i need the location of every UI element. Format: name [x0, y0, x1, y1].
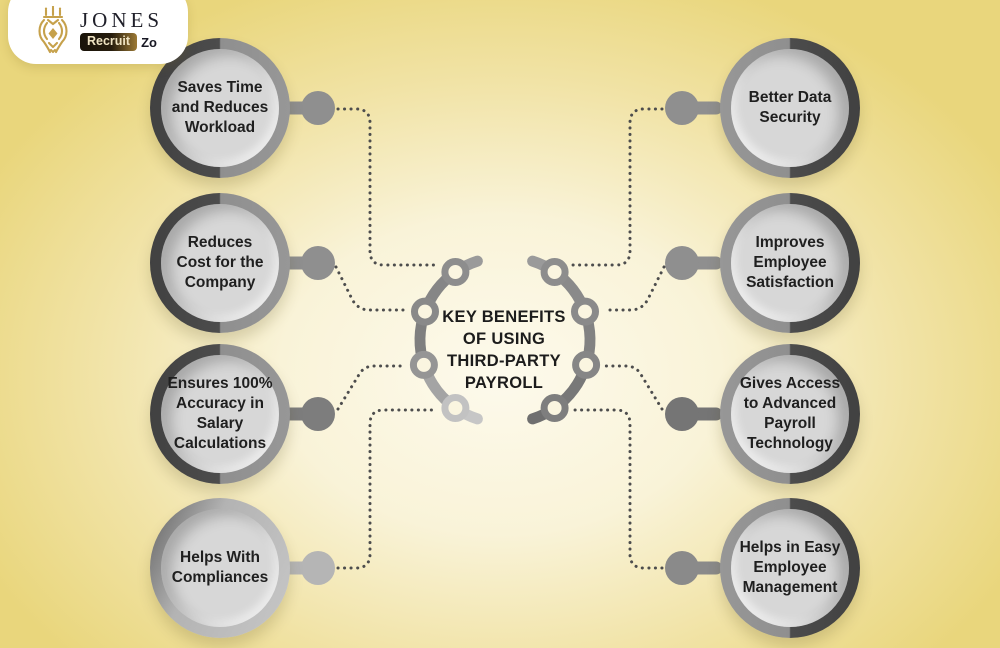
arc-node-rings — [409, 258, 601, 422]
brand-badge-suffix: Zo — [141, 34, 157, 50]
dotted-connector-employee-satisfaction — [604, 265, 666, 312]
benefit-label: Helps in Easy Employee Management — [739, 539, 841, 596]
knob-data-security — [665, 91, 723, 125]
arc-node — [411, 297, 439, 326]
lion-crest-icon — [38, 6, 68, 54]
logo-text-block: JONES Recruit Zo — [79, 8, 163, 51]
dotted-connectors — [334, 107, 666, 570]
page-title: KEY BENEFITS OF USING THIRD-PARTY PAYROL… — [442, 308, 566, 392]
knob-reduces-cost — [277, 246, 335, 280]
bubble-face: Gives Access to Advanced Payroll Technol… — [731, 355, 849, 473]
benefit-bubble-saves-time: Saves Time and Reduces Workload — [150, 38, 290, 178]
arc-node — [441, 258, 470, 286]
brand-badge-row: Recruit Zo — [79, 33, 157, 51]
dotted-connector-saves-time — [336, 107, 440, 267]
benefit-label: Better Data Security — [748, 89, 832, 126]
bubble-face: Ensures 100% Accuracy in Salary Calculat… — [161, 355, 279, 473]
benefit-bubble-employee-management: Helps in Easy Employee Management — [720, 498, 860, 638]
arc-node — [572, 350, 601, 379]
benefit-bubble-employee-satisfaction: Improves Employee Satisfaction — [720, 193, 860, 333]
bubble-face: Helps With Compliances — [161, 509, 279, 627]
benefit-label: Improves Employee Satisfaction — [746, 234, 834, 291]
dotted-connector-payroll-technology — [604, 364, 664, 411]
brand-name: JONES — [79, 8, 163, 32]
benefit-bubble-reduces-cost: Reduces Cost for the Company — [150, 193, 290, 333]
bubble-face: Saves Time and Reduces Workload — [161, 49, 279, 167]
arc-node — [540, 394, 569, 422]
dotted-connector-salary-accuracy — [336, 364, 406, 411]
benefit-bubble-data-security: Better Data Security — [720, 38, 860, 178]
dotted-connector-reduces-cost — [334, 265, 406, 312]
brand-badge: Recruit — [79, 33, 138, 51]
dotted-connector-employee-management — [567, 408, 664, 570]
bubble-face: Helps in Easy Employee Management — [731, 509, 849, 627]
benefit-label: Helps With Compliances — [171, 549, 269, 586]
bubble-face: Reduces Cost for the Company — [161, 204, 279, 322]
knob-employee-management — [665, 551, 723, 585]
arc-node — [441, 394, 470, 422]
bubble-knobs — [277, 91, 723, 585]
benefit-bubble-salary-accuracy: Ensures 100% Accuracy in Salary Calculat… — [150, 344, 290, 484]
benefit-label: Saves Time and Reduces Workload — [171, 79, 269, 136]
arc-node — [540, 258, 569, 286]
knob-compliances — [277, 551, 335, 585]
dotted-connector-data-security — [566, 107, 664, 267]
benefit-label: Gives Access to Advanced Payroll Technol… — [739, 375, 841, 452]
arc-node — [571, 297, 599, 326]
knob-saves-time — [277, 91, 335, 125]
logo-card: JONES Recruit Zo — [8, 0, 188, 64]
benefit-bubble-compliances: Helps With Compliances — [150, 498, 290, 638]
knob-employee-satisfaction — [665, 246, 723, 280]
benefit-bubble-payroll-technology: Gives Access to Advanced Payroll Technol… — [720, 344, 860, 484]
knob-payroll-technology — [665, 397, 723, 431]
bubble-face: Better Data Security — [731, 49, 849, 167]
dotted-connector-compliances — [336, 408, 439, 570]
knob-salary-accuracy — [277, 397, 335, 431]
benefit-label: Ensures 100% Accuracy in Salary Calculat… — [167, 375, 273, 452]
bubble-face: Improves Employee Satisfaction — [731, 204, 849, 322]
arc-node — [409, 350, 438, 379]
benefit-label: Reduces Cost for the Company — [176, 234, 264, 291]
